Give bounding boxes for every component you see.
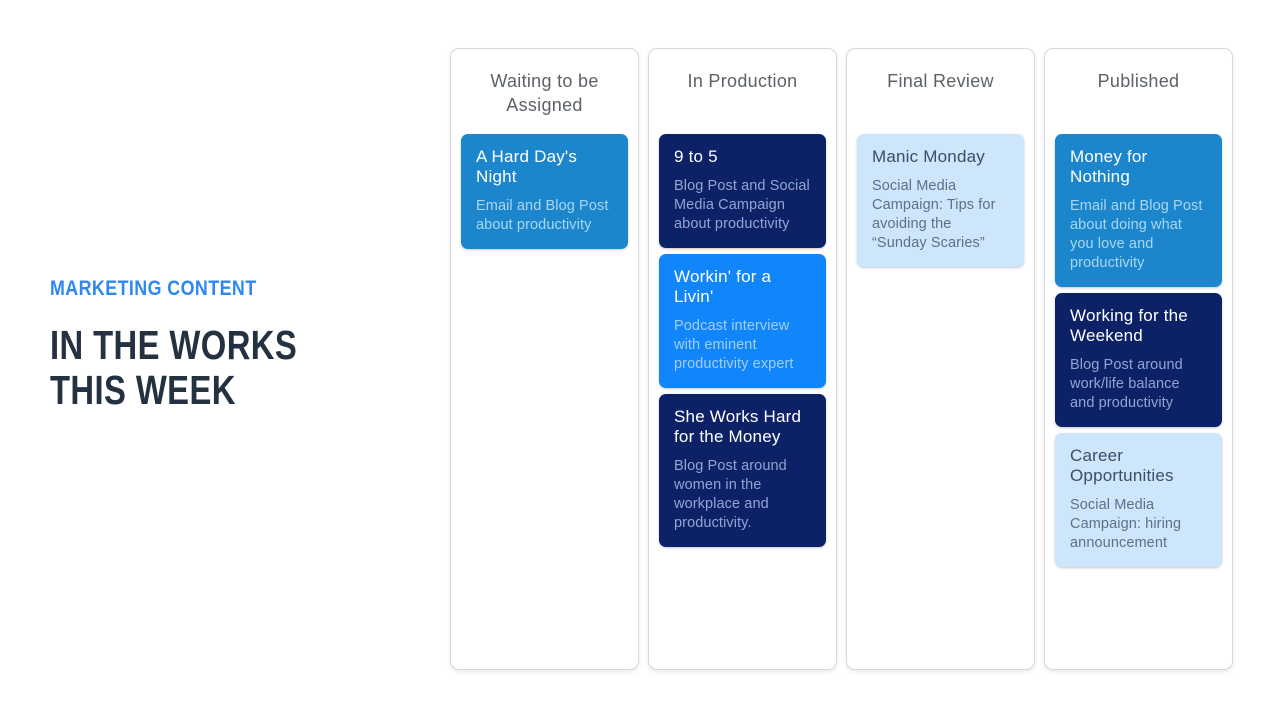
kanban-column-waiting-to-be-assigned: Waiting to be Assigned A Hard Day's Night… bbox=[450, 48, 639, 670]
heading-block: MARKETING CONTENT IN THE WORKS THIS WEEK bbox=[50, 277, 410, 413]
card-body: Email and Blog Post about productivity bbox=[476, 198, 609, 234]
column-cards-in-production: 9 to 5 Blog Post and Social Media Campaig… bbox=[659, 134, 826, 548]
kanban-card[interactable]: 9 to 5 Blog Post and Social Media Campaig… bbox=[659, 134, 826, 248]
card-body: Social Media Campaign: Tips for avoiding… bbox=[872, 178, 996, 251]
column-header-final-review: Final Review bbox=[887, 71, 994, 91]
column-header-published: Published bbox=[1097, 71, 1180, 91]
column-header-waiting-to-be-assigned: Waiting to be Assigned bbox=[490, 71, 599, 116]
card-body: Blog Post and Social Media Campaign abou… bbox=[674, 178, 810, 233]
page-title-line-1: IN THE WORKS bbox=[50, 322, 298, 368]
card-body: Social Media Campaign: hiring announceme… bbox=[1070, 497, 1182, 552]
card-title: 9 to 5 bbox=[674, 147, 718, 166]
column-header-in-production: In Production bbox=[687, 71, 798, 91]
card-title: She Works Hard for the Money bbox=[674, 407, 802, 447]
page-title: IN THE WORKS THIS WEEK bbox=[50, 323, 410, 413]
card-title: Money for Nothing bbox=[1070, 147, 1148, 187]
card-title: Working for the Weekend bbox=[1070, 306, 1188, 346]
card-body: Podcast interview with eminent productiv… bbox=[674, 318, 794, 373]
card-title: Manic Monday bbox=[872, 147, 985, 166]
page-title-line-2: THIS WEEK bbox=[50, 367, 236, 413]
kanban-card[interactable]: Workin' for a Livin' Podcast interview wi… bbox=[659, 254, 826, 389]
eyebrow-label: MARKETING CONTENT bbox=[50, 277, 257, 300]
card-body: Blog Post around work/life balance and p… bbox=[1070, 357, 1183, 412]
card-title: A Hard Day's Night bbox=[476, 147, 578, 187]
card-title: Career Opportunities bbox=[1070, 446, 1174, 486]
card-body: Blog Post around women in the workplace … bbox=[674, 458, 787, 532]
kanban-column-in-production: In Production 9 to 5 Blog Post and Social … bbox=[648, 48, 837, 670]
card-body: Email and Blog Post about doing what you… bbox=[1070, 198, 1203, 272]
card-title: Workin' for a Livin' bbox=[674, 267, 772, 307]
kanban-board: Waiting to be Assigned A Hard Day's Night… bbox=[450, 48, 1233, 670]
